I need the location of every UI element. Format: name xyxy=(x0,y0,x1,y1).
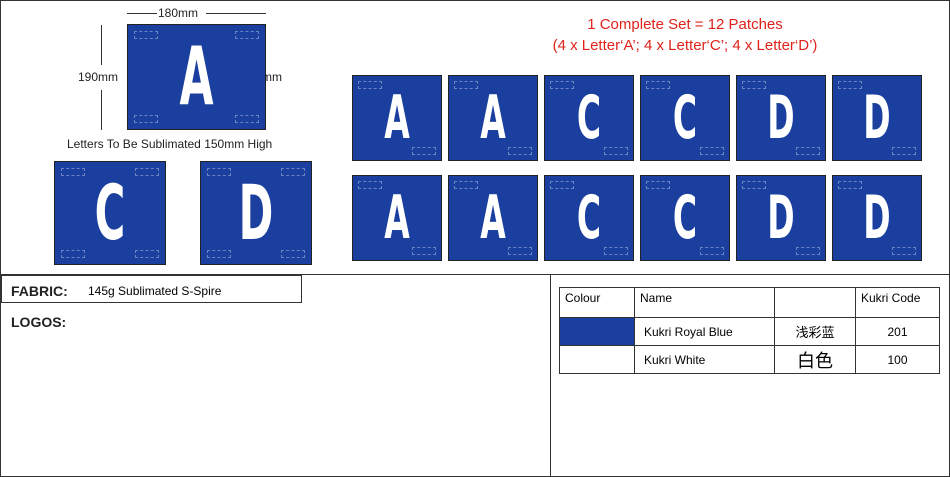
set-patch: C xyxy=(640,175,730,261)
width-dimension: 180mm xyxy=(158,6,199,20)
height-dimension: 190mm xyxy=(78,70,119,84)
patch-letter: C xyxy=(672,183,698,253)
height-dimension-line xyxy=(101,90,102,130)
patch-letter: C xyxy=(576,83,602,153)
fabric-label: FABRIC: xyxy=(11,283,68,299)
set-patch: A xyxy=(352,75,442,161)
set-patch: C xyxy=(544,175,634,261)
set-patch: A xyxy=(352,175,442,261)
patch-letter: A xyxy=(480,83,506,153)
logos-label: LOGOS: xyxy=(11,314,67,330)
patch-letter: C xyxy=(672,83,698,153)
set-patch: C xyxy=(544,75,634,161)
patch-letter: A xyxy=(384,83,410,153)
table-header-row: Colour Name Kukri Code xyxy=(559,287,940,318)
header-blank xyxy=(774,287,856,318)
set-patch: D xyxy=(832,175,922,261)
table-row: Kukri White 白色 100 xyxy=(559,345,940,374)
patch-letter: A xyxy=(179,30,214,123)
section-divider xyxy=(0,274,950,275)
fabric-box xyxy=(1,275,302,303)
header-kukri-code: Kukri Code xyxy=(855,287,940,318)
patch-letter: D xyxy=(767,183,795,253)
patch-letter: C xyxy=(94,168,126,257)
sample-patch-c: C xyxy=(54,161,166,265)
width-dimension-line xyxy=(206,13,266,14)
section-divider-vertical xyxy=(550,274,551,477)
patch-letter: D xyxy=(767,83,795,153)
set-patch: A xyxy=(448,175,538,261)
set-patch: C xyxy=(640,75,730,161)
colour-code: 201 xyxy=(855,317,940,346)
colour-swatch-white xyxy=(559,345,635,374)
width-dimension-line xyxy=(127,13,157,14)
sample-patch-a: A xyxy=(127,24,266,130)
colour-code: 100 xyxy=(855,345,940,374)
set-patch: D xyxy=(832,75,922,161)
set-heading-line1: 1 Complete Set = 12 Patches xyxy=(587,16,783,33)
colours-table: Colour Name Kukri Code Kukri Royal Blue … xyxy=(559,287,940,374)
set-patch: A xyxy=(448,75,538,161)
header-colour: Colour xyxy=(559,287,635,318)
set-heading-line2: (4 x Letter‘A’; 4 x Letter‘C’; 4 x Lette… xyxy=(552,37,818,54)
sample-patch-d: D xyxy=(200,161,312,265)
patch-letter: D xyxy=(238,168,274,257)
patch-letter: A xyxy=(480,183,506,253)
header-name: Name xyxy=(634,287,775,318)
colour-swatch-blue xyxy=(559,317,635,346)
patch-letter: C xyxy=(576,183,602,253)
set-patch: D xyxy=(736,75,826,161)
sublimation-caption: Letters To Be Sublimated 150mm High xyxy=(67,137,273,151)
patch-letter: A xyxy=(384,183,410,253)
fabric-value: 145g Sublimated S-Spire xyxy=(88,284,222,298)
height-dimension-line xyxy=(101,25,102,65)
patch-letter: D xyxy=(863,183,891,253)
set-patch: D xyxy=(736,175,826,261)
table-row: Kukri Royal Blue 浅彩蓝 201 xyxy=(559,317,940,346)
colour-name: Kukri White xyxy=(634,345,775,374)
patch-letter: D xyxy=(863,83,891,153)
colour-name-chinese: 白色 xyxy=(774,345,856,374)
colour-name: Kukri Royal Blue xyxy=(634,317,775,346)
colour-name-chinese: 浅彩蓝 xyxy=(774,317,856,346)
